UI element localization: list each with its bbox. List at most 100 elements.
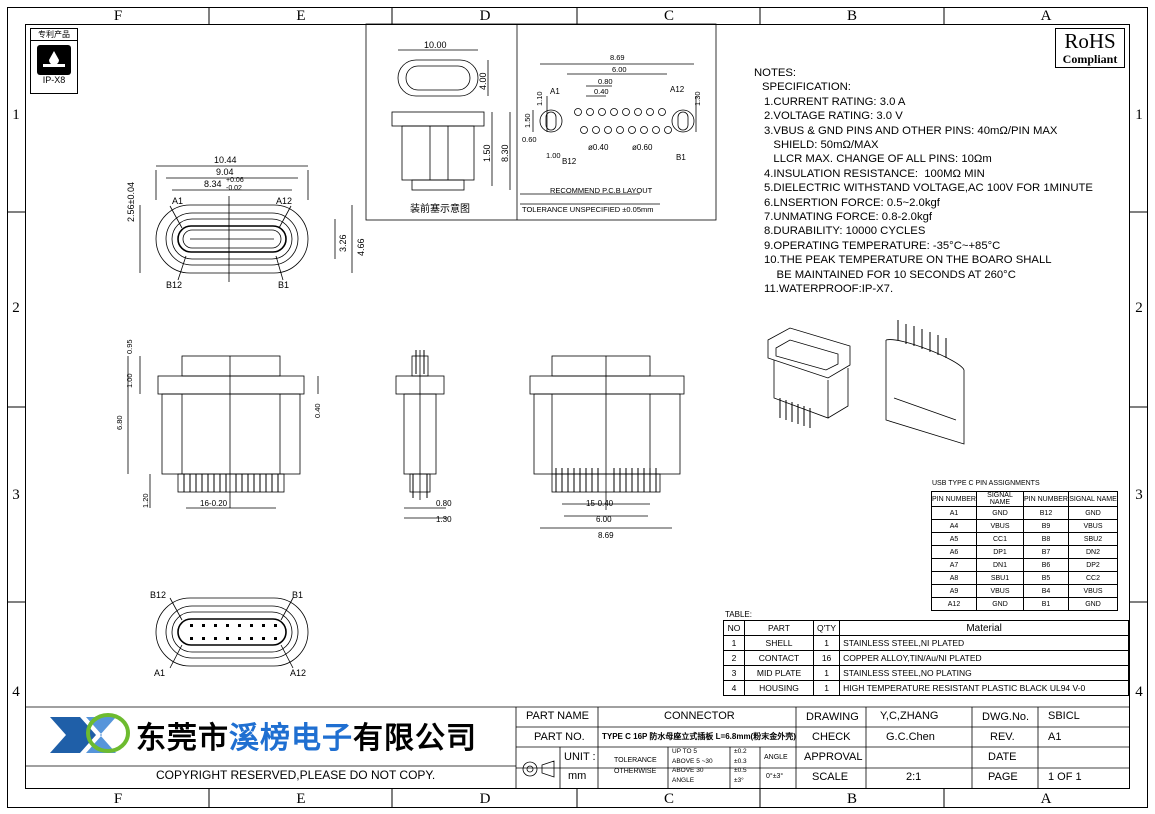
dim-pcb-1-30: 1.30: [693, 91, 702, 106]
pin-table-header: PIN NUMBER: [1023, 491, 1069, 507]
zone-row-1: 1: [12, 107, 20, 123]
dim-assembly-8-30: 8.30: [500, 144, 510, 162]
dim-pcb-1-00: 1.00: [546, 151, 561, 160]
tol-row: ABOVE 5 ~30: [672, 757, 713, 765]
pin-cell: B8: [1023, 532, 1069, 546]
assembly-view: [391, 49, 511, 191]
date-label: DATE: [988, 751, 1017, 763]
pin-assignment-table: PIN NUMBER SIGNAL NAME PIN NUMBER SIGNAL…: [931, 491, 1118, 611]
part-no-value: TYPE C 16P 防水母座立式插板 L=6.8mm(粉末金外壳): [602, 732, 796, 741]
parts-table-title: TABLE:: [725, 610, 752, 619]
pin-cell: A1: [931, 506, 977, 520]
zone-row-4: 4: [12, 684, 20, 700]
signal-cell: VBUS: [1068, 584, 1118, 598]
label-top-b1: B1: [278, 280, 289, 290]
pcb-tolerance: TOLERANCE UNSPECIFIED ±0.05mm: [522, 205, 654, 214]
dim-front-0-40: 0.40: [313, 403, 322, 418]
note-line: 4.INSULATION RESISTANCE: 100MΩ MIN: [764, 167, 985, 180]
bottom-view: [155, 597, 309, 669]
label-top-a12: A12: [276, 196, 292, 206]
part-qty-cell: 1: [812, 680, 841, 696]
zone-col-f-bottom: F: [113, 791, 123, 807]
zone-col-a: A: [1040, 8, 1052, 24]
part-name-value: CONNECTOR: [664, 710, 735, 722]
copyright-notice: COPYRIGHT RESERVED,PLEASE DO NOT COPY.: [156, 768, 436, 782]
pin-rows: [183, 320, 947, 498]
note-line: 2.VOLTAGE RATING: 3.0 V: [764, 110, 903, 123]
part-qty-cell: 16: [812, 650, 841, 666]
part-no-cell: 2: [723, 650, 745, 666]
rohs-subtitle: Compliant: [1062, 52, 1118, 66]
unit-label: UNIT :: [564, 751, 596, 763]
front-view: [127, 355, 319, 509]
signal-cell: CC1: [976, 532, 1024, 546]
tol-val: ±0.5: [734, 767, 747, 774]
pin-cell: A9: [931, 584, 977, 598]
pin-cell: B12: [1023, 506, 1069, 520]
pin-cell: A12: [931, 597, 977, 611]
pin-cell: B4: [1023, 584, 1069, 598]
zone-row-2-right: 2: [1135, 300, 1143, 316]
pin-cell: B5: [1023, 571, 1069, 585]
dim-pcb-1-50: 1.50: [523, 113, 532, 128]
company-logo-icon: [46, 711, 130, 759]
note-line: 3.VBUS & GND PINS AND OTHER PINS: 40mΩ/P…: [764, 124, 1058, 137]
dim-front-1-20: 1.20: [141, 493, 150, 508]
otherwise-label: OTHERWISE: [614, 768, 657, 775]
iso-views: [767, 327, 965, 445]
projection-symbol-icon: [520, 757, 558, 786]
company-name: 东莞市溪榜电子有限公司: [136, 713, 477, 757]
signal-cell: SBU2: [1068, 532, 1118, 546]
zone-col-b: B: [846, 8, 857, 24]
signal-cell: DP2: [1068, 558, 1118, 572]
pin-cell: B9: [1023, 519, 1069, 533]
note-line: 10.THE PEAK TEMPERATURE ON THE BOARO SHA…: [764, 254, 1052, 267]
signal-cell: GND: [976, 506, 1024, 520]
scale-value: 2:1: [906, 771, 922, 783]
dim-top-inner: 9.04: [216, 167, 234, 177]
pin-cell: A5: [931, 532, 977, 546]
zone-row-3-right: 3: [1135, 487, 1143, 503]
drawing-label: DRAWING: [806, 711, 859, 723]
dim-assembly-height: 4.00: [478, 72, 488, 90]
note-line: 7.UNMATING FORCE: 0.8-2.0kgf: [764, 211, 933, 224]
parts-table-header: Q'TY: [812, 620, 841, 636]
pin-table-title: USB TYPE C PIN ASSIGNMENTS: [932, 480, 1040, 487]
dwg-value: SBICL: [1048, 710, 1080, 722]
pcb-caption: RECOMMEND P.C.B LAYOUT: [550, 186, 653, 195]
part-name-cell: MID PLATE: [744, 665, 814, 681]
unit-value: mm: [568, 770, 587, 782]
pin-cell: A6: [931, 545, 977, 559]
rohs-title: RoHS: [1064, 29, 1116, 53]
dim-pcb-8-69: 8.69: [610, 53, 625, 62]
part-name-cell: SHELL: [744, 635, 814, 651]
top-view: [139, 165, 353, 282]
signal-cell: DN1: [976, 558, 1024, 572]
dim-pcb-1-10: 1.10: [535, 91, 544, 106]
signal-cell: DP1: [976, 545, 1024, 559]
pin-cell: A7: [931, 558, 977, 572]
dim-top-opening: 8.34: [204, 179, 222, 189]
tol-row: ANGLE: [672, 776, 695, 784]
parts-table-header: Material: [839, 620, 1130, 636]
dim-assembly-width: 10.00: [424, 40, 447, 50]
dim-pcb-0-80: 0.80: [598, 77, 613, 86]
patent-badge: 专利产品 IP-X8: [30, 28, 78, 94]
label-bottom-b1: B1: [292, 590, 303, 600]
label-bottom-a12: A12: [290, 668, 306, 678]
dim-pcb-0-60: 0.60: [522, 135, 537, 144]
pin-cell: A8: [931, 571, 977, 585]
label-top-a1: A1: [172, 196, 183, 206]
pin-table-header: SIGNAL NAME: [1068, 491, 1118, 507]
dim-top-width: 10.44: [214, 155, 237, 165]
zone-col-a-bottom: A: [1040, 791, 1052, 807]
patent-badge-model: IP-X8: [42, 75, 66, 85]
